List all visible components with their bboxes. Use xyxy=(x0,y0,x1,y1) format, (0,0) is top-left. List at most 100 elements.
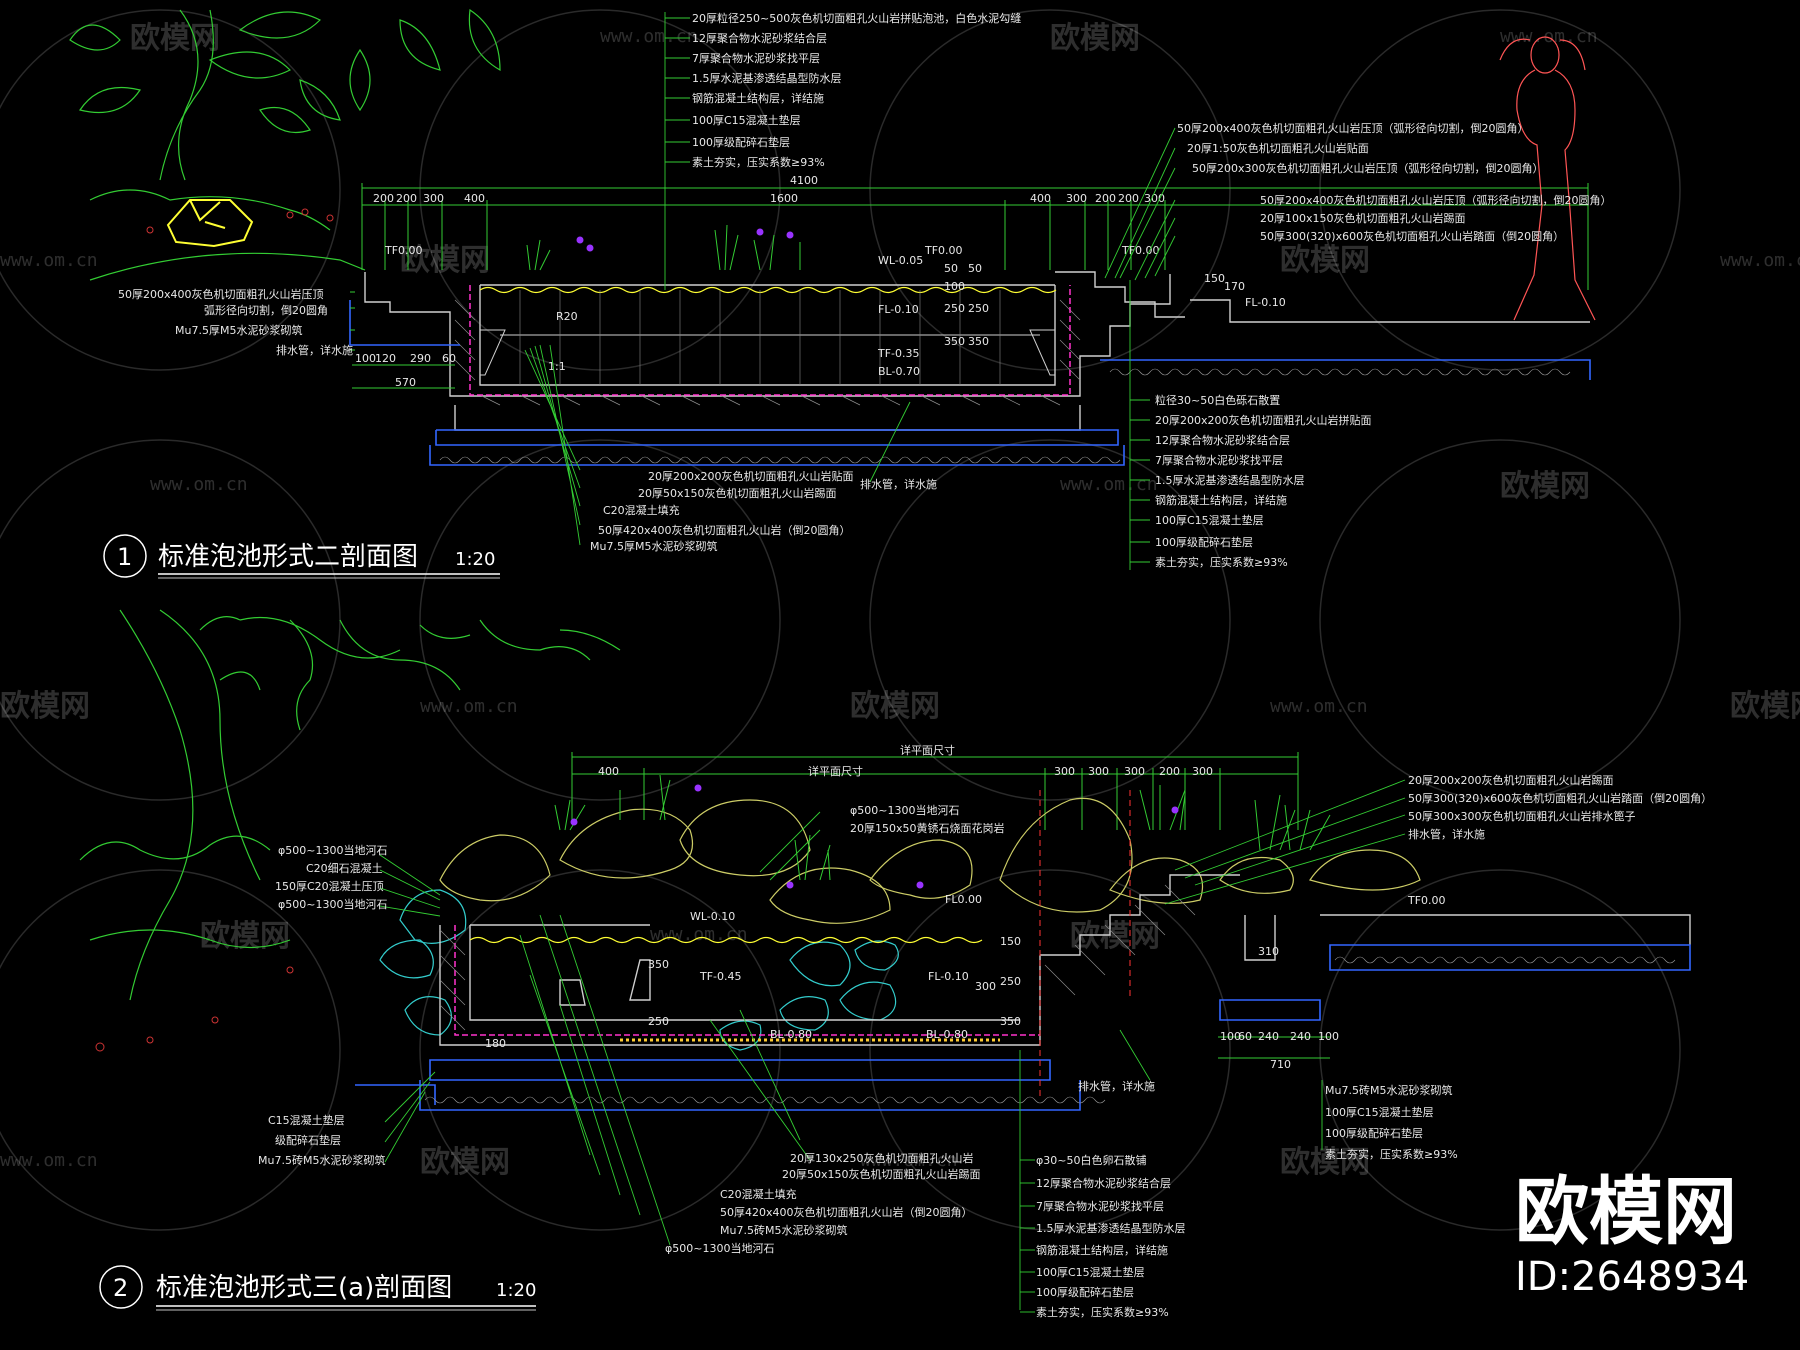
level-mark: FL-0.10 xyxy=(928,970,969,983)
material-callout: Mu7.5砖M5水泥砂浆砌筑 xyxy=(720,1223,847,1237)
material-callout: 20厚200x200灰色机切面粗孔火山岩贴面 xyxy=(648,469,854,483)
material-callout: C20混凝土填充 xyxy=(720,1187,797,1201)
material-callout: 100厚级配碎石垫层 xyxy=(1036,1285,1134,1299)
dim-label: 200 xyxy=(1095,192,1116,205)
material-callout: 100厚级配碎石垫层 xyxy=(692,135,790,149)
material-callout: Mu7.5厚M5水泥砂浆砌筑 xyxy=(175,323,302,337)
material-callout: 20厚50x150灰色机切面粗孔火山岩踢面 xyxy=(638,486,837,500)
level-mark: BL-0.70 xyxy=(878,365,920,378)
section-number-circle xyxy=(99,1265,143,1309)
material-callout: 钢筋混凝土结构层，详结施 xyxy=(1036,1243,1168,1257)
material-callout: 粒径30~50白色砾石散置 xyxy=(1155,393,1280,407)
s2-bottom-right-callouts: φ30~50白色卵石散铺 12厚聚合物水泥砂浆结合层 7厚聚合物水泥砂浆找平层 … xyxy=(1036,1153,1186,1319)
material-callout: 20厚1:50灰色机切面粗孔火山岩贴面 xyxy=(1187,141,1369,155)
material-callout: 100厚C15混凝土垫层 xyxy=(692,113,801,127)
material-callout: 50厚200x400灰色机切面粗孔火山岩压顶（弧形径向切割，倒20圆角） xyxy=(1260,193,1612,207)
material-callout: 20厚100x150灰色机切面粗孔火山岩踢面 xyxy=(1260,211,1466,225)
person-scale-figure-icon xyxy=(1499,36,1596,321)
level-mark: TF0.00 xyxy=(924,244,963,257)
material-callout: 20厚200x200灰色机切面粗孔火山岩踢面 xyxy=(1408,773,1614,787)
material-callout: 7厚聚合物水泥砂浆找平层 xyxy=(692,51,820,65)
watermark-url: www.om.cn xyxy=(1060,474,1158,495)
tree-trunk-icon xyxy=(79,609,621,1001)
material-callout: C15混凝土垫层 xyxy=(268,1113,345,1127)
dim-label: 180 xyxy=(485,1037,506,1050)
dim-label: R20 xyxy=(556,310,578,323)
water-surface xyxy=(469,936,983,944)
section-scale: 1:20 xyxy=(496,1280,536,1301)
shrub-icon xyxy=(146,208,334,234)
material-callout: 150厚C20混凝土压顶 xyxy=(275,879,384,893)
dim-label: 250 xyxy=(648,1015,669,1028)
dim-label: 240 xyxy=(1258,1030,1279,1043)
material-callout: 100厚级配碎石垫层 xyxy=(1325,1126,1423,1140)
watermark-logo: 欧模网 xyxy=(1730,689,1800,724)
material-callout: φ500~1300当地河石 xyxy=(850,803,959,817)
s1-dimensions-bottom xyxy=(352,364,455,389)
grass-icon xyxy=(554,774,1331,881)
watermark-logo: 欧模网 xyxy=(0,689,90,724)
s1-top-callouts: 20厚粒径250~500灰色机切面粗孔火山岩拼贴泡池，白色水泥勾缝 12厚聚合物… xyxy=(692,11,1021,169)
material-callout: φ500~1300当地河石 xyxy=(665,1241,774,1255)
watermark-url: www.om.cn xyxy=(0,250,98,271)
material-callout: 钢筋混凝土结构层，详结施 xyxy=(1155,493,1287,507)
material-callout: 20厚150x50黄锈石烧面花岗岩 xyxy=(850,821,1005,835)
brand-id: ID:2648934 xyxy=(1515,1254,1749,1300)
watermark-logo: 欧模网 xyxy=(1070,919,1160,954)
level-mark: FL0.00 xyxy=(945,893,982,906)
dim-total-label: 详平面尺寸 xyxy=(900,743,955,757)
brand-block: 欧模网 ID:2648934 xyxy=(1515,1169,1749,1300)
material-callout: 弧形径向切割，倒20圆角 xyxy=(204,303,328,317)
watermark-url: www.om.cn xyxy=(650,924,748,945)
material-callout: 100厚C15混凝土垫层 xyxy=(1036,1265,1145,1279)
watermark-logo: 欧模网 xyxy=(850,689,940,724)
watermark-logo: 欧模网 xyxy=(1280,243,1370,278)
dim-label: 200 xyxy=(1159,765,1180,778)
material-callout: 50厚300x300灰色机切面粗孔火山岩排水篦子 xyxy=(1408,809,1636,823)
s1-right-callouts: 50厚200x400灰色机切面粗孔火山岩压顶（弧形径向切割，倒20圆角） 20厚… xyxy=(1177,121,1612,243)
boulder-icon xyxy=(166,199,254,248)
dim-label: 300 xyxy=(423,192,444,205)
dim-label: 310 xyxy=(1258,945,1279,958)
dim-label: 300 xyxy=(1124,765,1145,778)
material-callout: 12厚聚合物水泥砂浆结合层 xyxy=(692,31,827,45)
material-callout: 素土夯实，压实系数≥93% xyxy=(1155,555,1288,569)
material-callout: 20厚50x150灰色机切面粗孔火山岩踢面 xyxy=(782,1167,981,1181)
dim-total-label: 4100 xyxy=(790,174,818,187)
dim-label: 100 xyxy=(1220,1030,1241,1043)
material-callout: 排水管，详水施 xyxy=(860,477,937,491)
s2-top-mid-callouts: φ500~1300当地河石 20厚150x50黄锈石烧面花岗岩 xyxy=(850,803,1005,835)
section-number-circle xyxy=(103,534,147,578)
s2-right-bottom-callouts: Mu7.5砖M5水泥砂浆砌筑 100厚C15混凝土垫层 100厚级配碎石垫层 素… xyxy=(1325,1083,1458,1161)
section-title: 标准泡池形式二剖面图 xyxy=(158,542,418,572)
dim-label: 400 xyxy=(464,192,485,205)
dim-label: 50 xyxy=(944,262,958,275)
dim-total-label: 570 xyxy=(395,376,416,389)
material-callout: Mu7.5砖M5水泥砂浆砌筑 xyxy=(258,1153,385,1167)
material-callout: φ500~1300当地河石 xyxy=(278,843,387,857)
dim-label: 350 xyxy=(1000,1015,1021,1028)
river-boulder-icon xyxy=(439,797,1421,924)
watermark-url: www.om.cn xyxy=(420,696,518,717)
material-callout: 排水管，详水施 xyxy=(1408,827,1485,841)
s1-vert-dims: 50 100 250 350 50 250 350 R20 1:1 170 15… xyxy=(548,262,1245,373)
material-callout: 20厚130x250灰色机切面粗孔火山岩 xyxy=(790,1151,974,1165)
s1-bottom-callouts: 20厚200x200灰色机切面粗孔火山岩贴面 20厚50x150灰色机切面粗孔火… xyxy=(590,469,937,553)
watermark-circles xyxy=(0,9,1681,1231)
watermark-url: www.om.cn xyxy=(150,474,248,495)
material-callout: 100厚C15混凝土垫层 xyxy=(1155,513,1264,527)
dim-label: 50 xyxy=(968,262,982,275)
s2-bottom-callouts: 20厚130x250灰色机切面粗孔火山岩 20厚50x150灰色机切面粗孔火山岩… xyxy=(665,1151,981,1255)
dim-label: 150 xyxy=(1204,272,1225,285)
material-callout: φ30~50白色卵石散铺 xyxy=(1036,1153,1146,1167)
material-callout: 20厚粒径250~500灰色机切面粗孔火山岩拼贴泡池，白色水泥勾缝 xyxy=(692,11,1021,25)
dim-label: 300 xyxy=(1054,765,1075,778)
material-callout: 50厚200x400灰色机切面粗孔火山岩压顶 xyxy=(118,287,324,301)
gravel-hatch xyxy=(439,368,1571,464)
material-callout: 50厚420x400灰色机切面粗孔火山岩（倒20圆角） xyxy=(598,523,851,537)
dim-label: 60 xyxy=(442,352,456,365)
watermark-url: www.om.cn xyxy=(1270,696,1368,717)
material-callout: 100厚C15混凝土垫层 xyxy=(1325,1105,1434,1119)
level-mark: WL-0.10 xyxy=(690,910,735,923)
